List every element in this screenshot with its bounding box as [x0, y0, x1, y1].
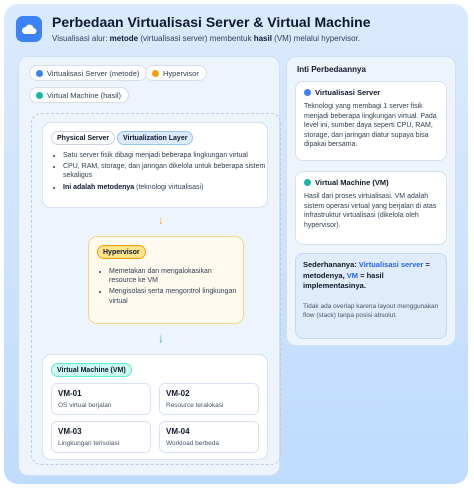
vm-name: VM-01: [58, 389, 82, 398]
arrow-down-icon: ↓: [158, 331, 164, 345]
server-card: Physical Server Virtualization Layer Sat…: [42, 122, 268, 208]
sidebar-title: Inti Perbedaannya: [297, 65, 366, 74]
vm-item: VM-01 OS virtual berjalan: [51, 383, 151, 415]
vm-name: VM-03: [58, 427, 82, 436]
info-card-server-title: Virtualisasi Server: [315, 88, 381, 97]
hypervisor-bullets: Memetakan dan mengalokasikan resource ke…: [99, 267, 237, 308]
info-card-vm-text: Hasil dari proses virtualisasi. VM adala…: [304, 193, 437, 229]
vm-name: VM-02: [166, 389, 190, 398]
vm-name: VM-04: [166, 427, 190, 436]
diagram-frame: Perbedaan Virtualisasi Server & Virtual …: [4, 4, 468, 484]
tag-physical-server: Physical Server: [51, 131, 116, 145]
cloud-icon: [16, 16, 42, 42]
summary-note: Tidak ada overlap karena layout mengguna…: [303, 303, 439, 319]
summary-box: Sederhananya: Virtualisasi server = meto…: [295, 253, 447, 339]
info-card-server-header: Virtualisasi Server: [304, 88, 380, 97]
vm-item: VM-02 Resource teralokasi: [159, 383, 259, 415]
hypervisor-bullet-1: Memetakan dan mengalokasikan resource ke…: [109, 267, 237, 285]
server-bullet-1: Satu server fisik dibagi menjadi beberap…: [63, 151, 269, 160]
info-card-vm-title: Virtual Machine (VM): [315, 178, 389, 187]
legend-label-vm: Virtual Machine (hasil): [47, 90, 122, 100]
hypervisor-card: Hypervisor Memetakan dan mengalokasikan …: [88, 236, 244, 324]
legend-dot-hypervisor: [152, 69, 159, 77]
vm-desc: OS virtual berjalan: [58, 402, 112, 409]
vm-desc: Workload berbeda: [166, 440, 219, 447]
page-subtitle: Visualisasi alur: metode (virtualisasi s…: [52, 34, 360, 43]
legend-item-hypervisor: Hypervisor: [145, 65, 207, 81]
info-card-vm: Virtual Machine (VM) Hasil dari proses v…: [295, 171, 447, 245]
dot-server: [304, 89, 311, 96]
legend-dot-server: [36, 69, 43, 77]
tag-virtualization-layer: Virtualization Layer: [117, 131, 194, 145]
header: Perbedaan Virtualisasi Server & Virtual …: [16, 14, 456, 54]
info-card-server: Virtualisasi Server Teknologi yang memba…: [295, 81, 447, 161]
vm-item: VM-03 Lingkungan terisolasi: [51, 421, 151, 453]
legend-item-server: Virtualisasi Server (metode): [29, 65, 148, 81]
server-bullet-3: Ini adalah metodenya (teknologi virtuali…: [63, 183, 269, 192]
tag-virtual-machine: Virtual Machine (VM): [51, 363, 132, 377]
vm-desc: Resource teralokasi: [166, 402, 224, 409]
flow-container: Physical Server Virtualization Layer Sat…: [31, 113, 281, 465]
vm-card: Virtual Machine (VM) VM-01 OS virtual be…: [42, 354, 268, 460]
vm-item: VM-04 Workload berbeda: [159, 421, 259, 453]
arrow-down-icon: ↓: [158, 213, 164, 227]
legend-item-vm: Virtual Machine (hasil): [29, 87, 130, 103]
summary-text: Sederhananya: Virtualisasi server = meto…: [303, 260, 430, 290]
summary-panel: Inti Perbedaannya Virtualisasi Server Te…: [286, 56, 456, 346]
info-card-server-text: Teknologi yang membagi 1 server fisik me…: [304, 103, 437, 148]
legend-label-server: Virtualisasi Server (metode): [47, 68, 140, 78]
legend-label-hypervisor: Hypervisor: [163, 68, 199, 78]
tag-hypervisor: Hypervisor: [97, 245, 146, 259]
flow-panel: Virtualisasi Server (metode) Hypervisor …: [18, 56, 281, 476]
page-title: Perbedaan Virtualisasi Server & Virtual …: [52, 14, 371, 30]
legend-dot-vm: [36, 91, 43, 99]
server-bullets: Satu server fisik dibagi menjadi beberap…: [53, 151, 269, 194]
info-card-vm-header: Virtual Machine (VM): [304, 178, 389, 187]
vm-desc: Lingkungan terisolasi: [58, 440, 120, 447]
dot-vm: [304, 179, 311, 186]
hypervisor-bullet-2: Mengisolasi serta mengontrol lingkungan …: [109, 287, 237, 305]
server-bullet-2: CPU, RAM, storage, dan jaringan dikelola…: [63, 162, 269, 180]
